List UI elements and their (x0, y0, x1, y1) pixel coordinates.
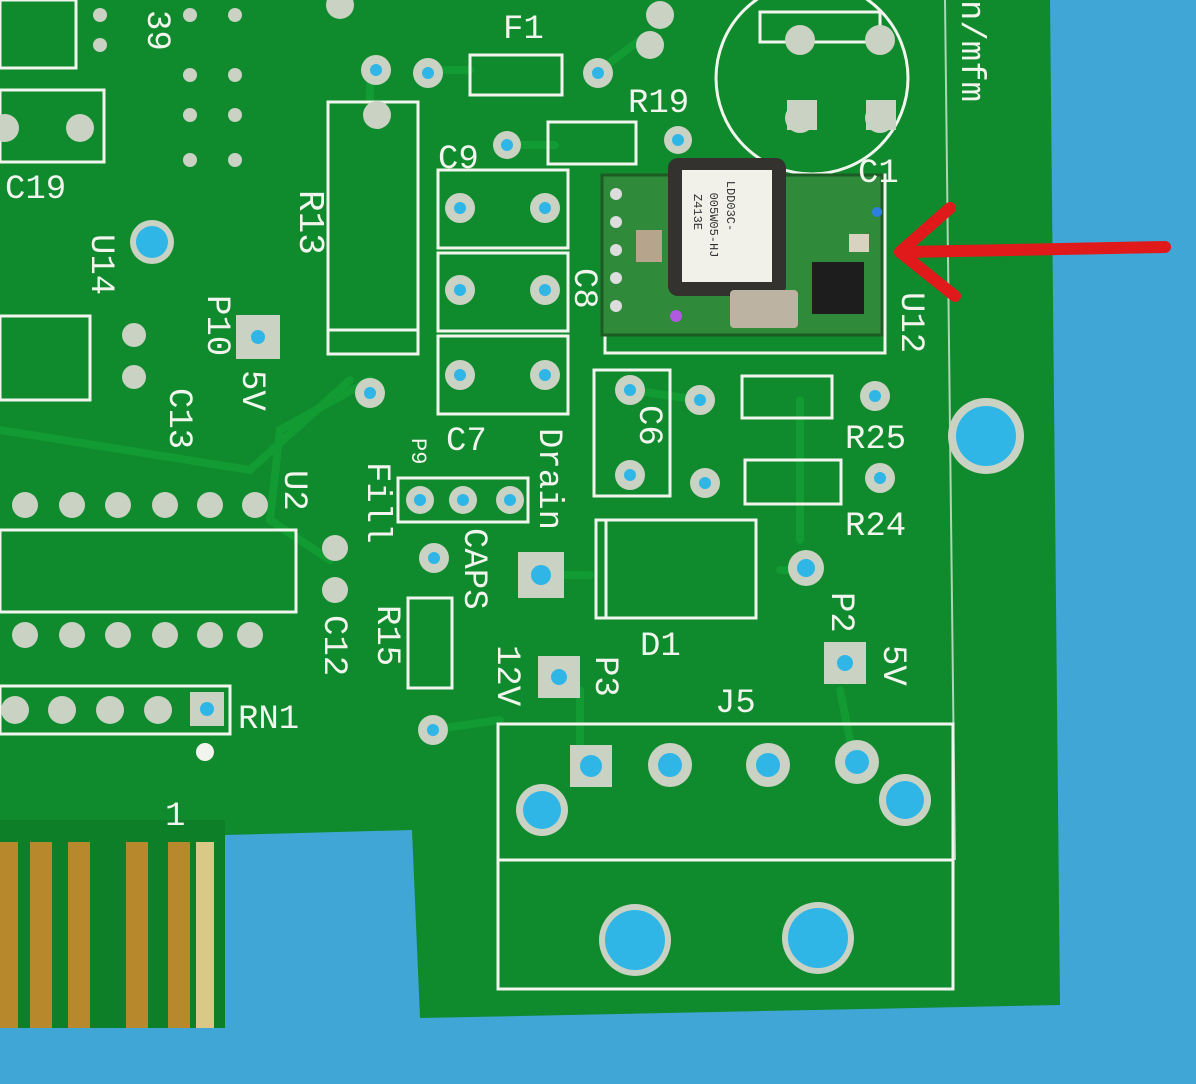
label-c9: C9 (438, 141, 479, 179)
label-p9: P9 (405, 438, 430, 464)
red-arrow-icon (894, 202, 1171, 302)
label-caps: CAPS (454, 528, 492, 610)
label-5v-p2: 5V (873, 645, 911, 686)
label-r15: R15 (367, 605, 405, 666)
mounting-holes (130, 220, 1024, 976)
plated-holes (0, 0, 896, 787)
label-mfm: n/mfm (951, 0, 989, 102)
pin1-marker-dot (196, 743, 214, 761)
label-c19: C19 (5, 171, 66, 209)
label-u12: U12 (891, 292, 929, 353)
module-marking-line1: LDD03C- (723, 181, 737, 231)
label-r13: R13 (289, 190, 330, 255)
label-r25: R25 (845, 421, 906, 459)
label-p3: P3 (585, 656, 623, 697)
label-39: 39 (137, 10, 175, 51)
label-u2: U2 (274, 470, 312, 511)
label-fill: Fill (357, 462, 395, 544)
label-c6: C6 (629, 405, 667, 446)
label-p2: P2 (821, 592, 859, 633)
edge-connector-fingers (0, 842, 214, 1028)
dcdc-module: LDD03C- 005W05-HJ Z413E (600, 158, 884, 337)
label-r19: R19 (628, 85, 689, 123)
label-5v-p10: 5V (232, 370, 270, 411)
module-marking-line2: 005W05-HJ (706, 193, 720, 258)
label-c13: C13 (159, 388, 197, 449)
label-c12: C12 (314, 615, 352, 676)
header-pin-array (93, 8, 242, 167)
label-rn1: RN1 (238, 701, 299, 739)
label-pin1: 1 (165, 798, 185, 836)
label-p10: P10 (197, 295, 235, 356)
label-c7: C7 (446, 423, 487, 461)
label-d1: D1 (640, 628, 681, 666)
label-c8: C8 (564, 268, 602, 309)
label-12v: 12V (487, 645, 525, 707)
label-r24: R24 (845, 508, 906, 546)
label-u14: U14 (81, 234, 119, 295)
label-f1: F1 (503, 11, 544, 49)
label-j5: J5 (715, 685, 756, 723)
label-c1: C1 (858, 155, 899, 193)
module-marking-line3: Z413E (690, 194, 704, 230)
label-drain: Drain (529, 428, 567, 530)
